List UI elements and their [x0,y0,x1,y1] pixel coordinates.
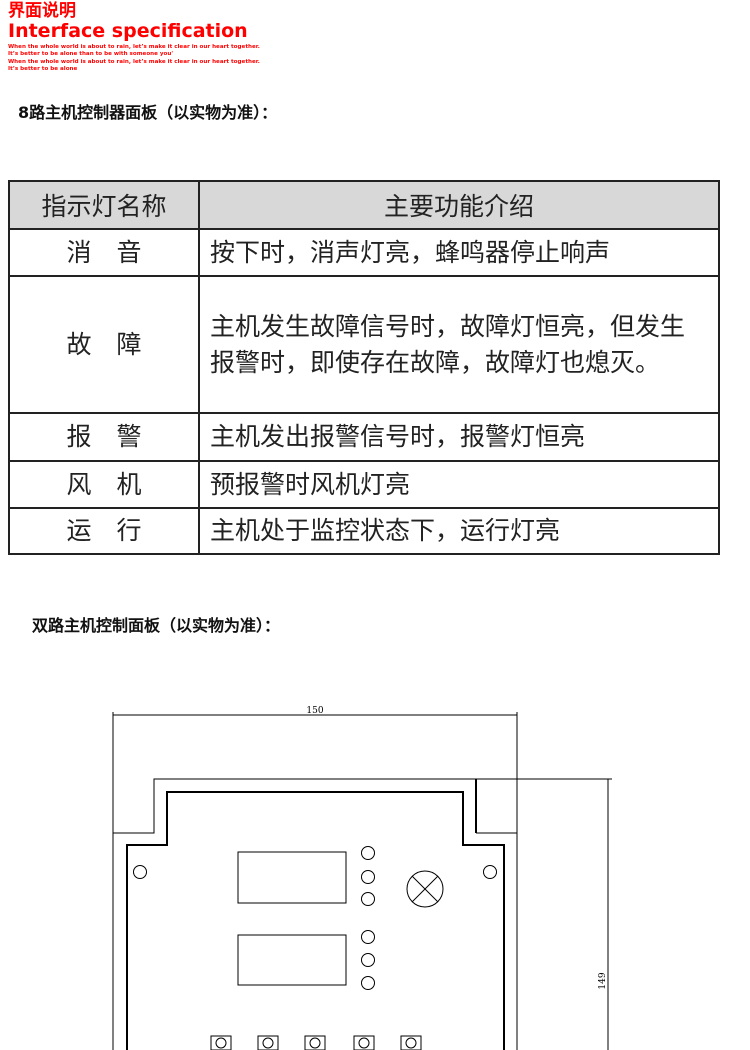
tagline: When the whole world is about to rain, l… [8,59,260,65]
row-desc: 主机处于监控状态下，运行灯亮 [198,507,720,555]
row-name: 报 警 [8,412,200,462]
row-desc: 主机发生故障信号时，故障灯恒亮，但发生报警时，即使存在故障，故障灯也熄灭。 [198,275,720,414]
mount-hole [133,865,147,879]
row-name: 故 障 [8,275,200,414]
width-label: 150 [306,706,323,716]
tagline: It’s better to be alone [8,66,78,72]
row-name: 消 音 [8,228,200,277]
display-1 [237,851,347,904]
row-desc: 按下时，消声灯亮，蜂鸣器停止响声 [198,228,720,277]
header-name: 指示灯名称 [8,180,200,230]
title-cn: 界面说明 [8,1,76,21]
section-title-8way: 8路主机控制器面板（以实物为准）： [18,103,278,122]
display-2 [237,934,347,986]
row-name: 风 机 [8,460,200,509]
mount-hole [483,865,497,879]
row-desc: 预报警时风机灯亮 [198,460,720,509]
indicator-table: 指示灯名称主要功能介绍 消 音按下时，消声灯亮，蜂鸣器停止响声 故 障主机发生故… [8,180,720,555]
tagline: When the whole world is about to rain, l… [8,44,260,50]
row-name: 运 行 [8,507,200,555]
buzzer-icon [406,870,444,908]
header-desc: 主要功能介绍 [198,180,720,230]
section-title-2way: 双路主机控制面板（以实物为准）： [32,616,281,635]
led-indicators [361,846,375,990]
height-label: 149 [598,972,608,989]
row-desc: 主机发出报警信号时，报警灯恒亮 [198,412,720,462]
panel-buttons [210,1035,422,1050]
title-en: Interface specification [8,20,248,42]
tagline: It’s better to be alone than to be with … [8,51,174,57]
